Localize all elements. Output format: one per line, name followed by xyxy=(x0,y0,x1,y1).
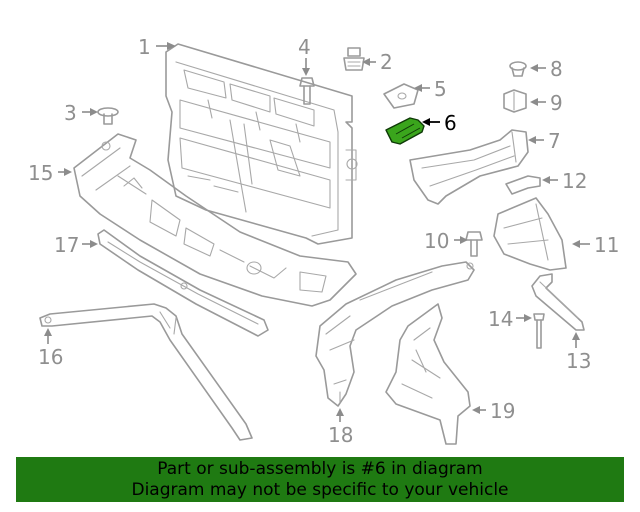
part-10-screw xyxy=(465,231,483,257)
disclaimer-line-vehicle: Diagram may not be specific to your vehi… xyxy=(131,480,509,500)
callout-11: 11 xyxy=(594,233,619,257)
part-3-screw xyxy=(97,107,119,125)
callout-17: 17 xyxy=(54,233,79,257)
part-7-air-duct xyxy=(409,129,529,205)
part-8-grommet xyxy=(509,61,527,77)
part-1-grille-frame xyxy=(165,43,358,245)
callout-12: 12 xyxy=(562,169,587,193)
callout-6: 6 xyxy=(444,111,457,135)
callout-10: 10 xyxy=(424,229,449,253)
callout-1: 1 xyxy=(138,35,151,59)
part-9-nut xyxy=(503,89,527,113)
part-18-side-bracket xyxy=(315,261,475,407)
callout-4: 4 xyxy=(298,35,311,59)
callout-13: 13 xyxy=(566,349,591,373)
part-17-lower-bar xyxy=(97,229,269,337)
callout-leaders xyxy=(44,42,590,422)
part-2-rivet xyxy=(343,47,365,71)
callout-3: 3 xyxy=(64,101,77,125)
callout-14: 14 xyxy=(488,307,513,331)
disclaimer-line-part: Part or sub-assembly is #6 in diagram xyxy=(157,459,483,479)
part-4-bolt xyxy=(299,77,315,105)
part-13-strut xyxy=(531,273,585,331)
part-16-lower-brace xyxy=(39,303,253,441)
part-14-bolt xyxy=(533,313,545,349)
part-19-deflector xyxy=(385,303,471,445)
part-12-clip xyxy=(505,175,541,195)
callout-8: 8 xyxy=(550,57,563,81)
callout-7: 7 xyxy=(548,129,561,153)
callout-18: 18 xyxy=(328,423,353,447)
callout-15: 15 xyxy=(28,161,53,185)
part-6-highlighted xyxy=(385,117,425,145)
callout-labels: 1 2 3 4 5 6 7 8 9 10 11 12 13 14 15 16 1… xyxy=(28,35,619,447)
callout-5: 5 xyxy=(434,77,447,101)
part-5-nut-clip xyxy=(383,83,419,109)
callout-9: 9 xyxy=(550,91,563,115)
disclaimer-banner: Part or sub-assembly is #6 in diagram Di… xyxy=(16,457,624,502)
callout-2: 2 xyxy=(380,50,393,74)
parts-diagram: 1 2 3 4 5 6 7 8 9 10 11 12 13 14 15 16 1… xyxy=(28,35,619,447)
part-11-air-guide xyxy=(493,197,567,271)
callout-19: 19 xyxy=(490,399,515,423)
callout-16: 16 xyxy=(38,345,63,369)
part-15-upper-cross-member xyxy=(73,133,357,307)
